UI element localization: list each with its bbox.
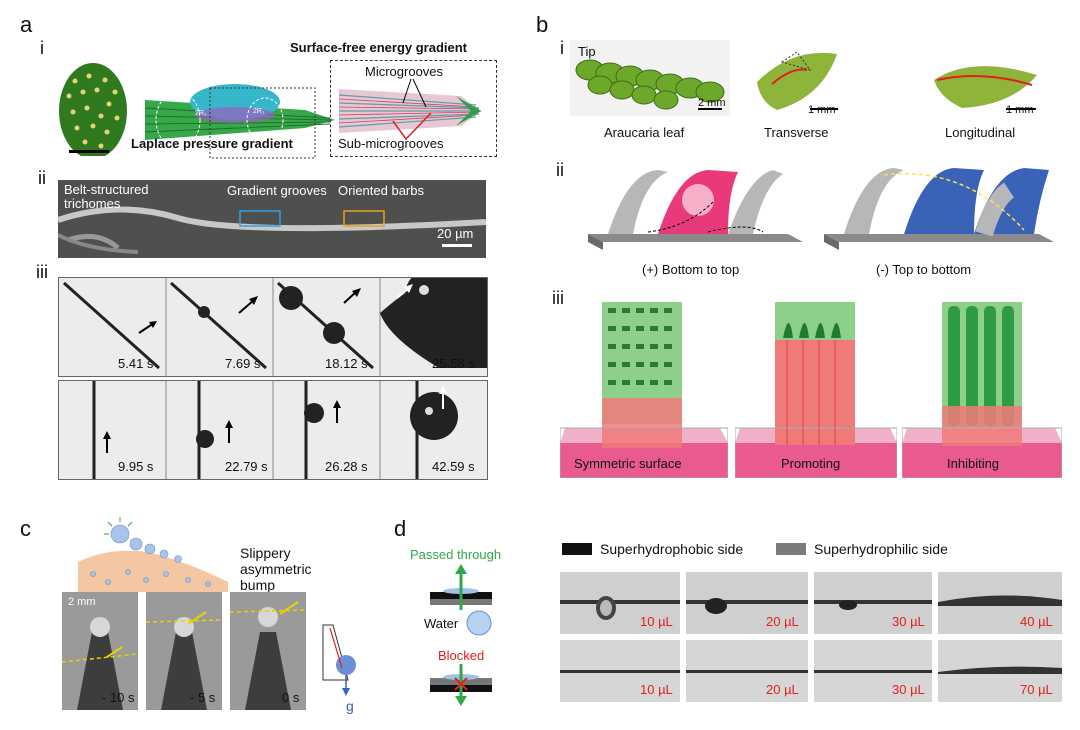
blocked-label: Blocked — [438, 648, 485, 663]
panel-d-label: d — [394, 516, 407, 541]
caption-promoting: Promoting — [781, 456, 841, 471]
droplet-row-top — [58, 269, 488, 377]
blocked-diagram — [430, 664, 492, 708]
panel-a-iii-label: iii — [36, 262, 48, 282]
legend-swatch-dark — [562, 543, 592, 555]
water-droplet-icon — [466, 610, 492, 636]
belt-trichomes-label: Belt-structured trichomes — [64, 182, 149, 211]
water-label: Water — [424, 616, 459, 631]
gravity-diagram — [318, 620, 368, 710]
slippery-bump-diagram — [68, 512, 228, 592]
panel-a-label: a — [20, 12, 33, 37]
microgroove-zoom-box — [330, 60, 497, 157]
panel-b-label: b — [536, 12, 549, 37]
bump-frame-1 — [61, 592, 139, 710]
r1-label: 2R₁ — [253, 108, 265, 115]
vol-top-1: 10 µL — [640, 614, 673, 629]
vol-bottom-2: 20 µL — [766, 682, 799, 697]
bump-frame-2 — [145, 592, 223, 710]
droplet-frame-d4 — [938, 572, 1062, 634]
scale-1mm-transverse: 1 mm — [808, 104, 836, 116]
vol-bottom-3: 30 µL — [892, 682, 925, 697]
spine-diagram — [140, 70, 335, 160]
caption-top-to-bottom: (-) Top to bottom — [876, 262, 972, 277]
scale-1mm-longitudinal: 1 mm — [1006, 104, 1034, 116]
droplet-frame-d1 — [560, 572, 680, 634]
legend-swatch-gray — [776, 543, 806, 555]
araucaria-leaf-photo — [570, 40, 730, 116]
time-bottom-1: 9.95 s — [118, 459, 154, 474]
caption-longitudinal: Longitudinal — [945, 125, 1016, 140]
scale-20um-label: 20 µm — [437, 226, 474, 241]
vol-top-4: 40 µL — [1020, 614, 1053, 629]
panel-b-iii-label: iii — [552, 288, 564, 308]
droplet-frame-d2 — [686, 572, 808, 634]
time-top-4: 25.58 s — [432, 356, 475, 371]
panel-a-ii-label: ii — [38, 168, 46, 188]
vol-top-2: 20 µL — [766, 614, 799, 629]
time-bottom-2: 22.79 s — [225, 459, 268, 474]
vol-bottom-4: 70 µL — [1020, 682, 1053, 697]
caption-transverse: Transverse — [764, 125, 829, 140]
caption-araucaria: Araucaria leaf — [604, 125, 685, 140]
time-bottom-4: 42.59 s — [432, 459, 475, 474]
droplet-row-bottom — [58, 380, 488, 480]
scale-2mm-label: 2 mm — [698, 97, 726, 109]
legend-superhydrophobic: Superhydrophobic side — [600, 541, 744, 557]
scale-2mm-c: 2 mm — [68, 596, 96, 608]
caption-symmetric: Symmetric surface — [574, 456, 682, 471]
cactus-photo — [57, 56, 129, 159]
sem-image — [57, 180, 487, 258]
tip-label: Tip — [578, 44, 596, 59]
time-c-1: - 10 s — [102, 690, 135, 705]
surface-free-energy-label: Surface-free energy gradient — [290, 40, 468, 55]
gradient-grooves-label: Gradient grooves — [227, 183, 327, 198]
top-to-bottom-diagram — [824, 160, 1054, 250]
bottom-to-top-diagram — [588, 162, 803, 250]
slippery-bump-label: Slippery asymmetric bump — [240, 545, 312, 593]
sub-microgrooves-label: Sub-microgrooves — [338, 136, 444, 151]
droplet-frame-d7 — [814, 640, 932, 702]
droplet-frame-d8 — [938, 640, 1062, 702]
passed-through-diagram — [430, 562, 492, 610]
vol-bottom-1: 10 µL — [640, 682, 673, 697]
oriented-barbs-label: Oriented barbs — [338, 183, 424, 198]
r2-label: 2R₂ — [195, 110, 207, 117]
microgrooves-label: Microgrooves — [365, 64, 444, 79]
droplet-frame-d3 — [814, 572, 932, 634]
time-bottom-3: 26.28 s — [325, 459, 368, 474]
time-c-2: - 5 s — [190, 690, 216, 705]
time-top-1: 5.41 s — [118, 356, 154, 371]
gravity-label: g — [346, 698, 354, 714]
caption-inhibiting: Inhibiting — [947, 456, 1000, 471]
panel-b-ii-label: ii — [556, 160, 564, 180]
bump-frame-3 — [229, 592, 307, 710]
promoting-diagram — [734, 298, 898, 479]
panel-c-label: c — [20, 516, 31, 541]
passed-through-label: Passed through — [410, 547, 502, 562]
panel-b-i-label: i — [560, 38, 564, 58]
caption-bottom-to-top: (+) Bottom to top — [642, 262, 740, 277]
panel-a-i-label: i — [40, 38, 44, 58]
transverse-leaf-photo — [752, 42, 842, 117]
inhibiting-diagram — [901, 298, 1063, 479]
time-top-2: 7.69 s — [225, 356, 261, 371]
symmetric-surface-diagram — [559, 298, 729, 479]
legend-superhydrophilic: Superhydrophilic side — [814, 541, 948, 557]
laplace-label: Laplace pressure gradient — [131, 136, 293, 151]
droplet-frame-d5 — [560, 640, 680, 702]
vol-top-3: 30 µL — [892, 614, 925, 629]
time-top-3: 18.12 s — [325, 356, 368, 371]
droplet-frame-d6 — [686, 640, 808, 702]
time-c-3: 0 s — [282, 690, 300, 705]
longitudinal-leaf-photo — [932, 50, 1042, 112]
